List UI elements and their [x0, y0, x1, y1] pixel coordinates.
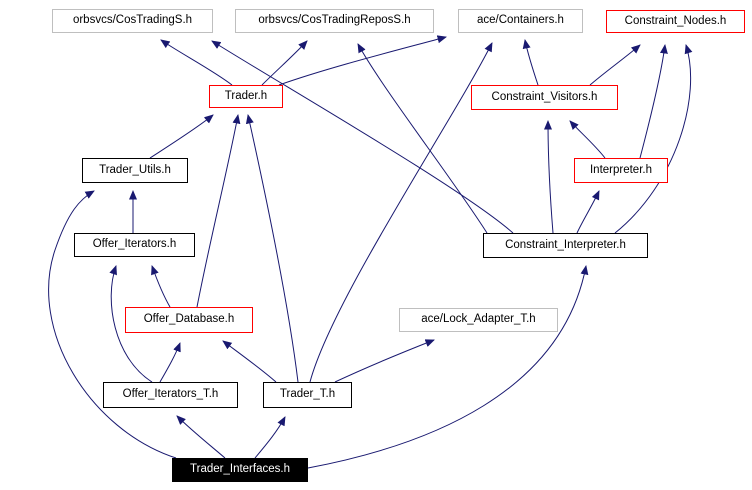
node-Trader[interactable]: Trader.h — [209, 85, 283, 108]
include-edge-TraderT-to-LockAdapter — [334, 339, 435, 383]
include-edge-TraderInterfaces-to-TraderT — [254, 416, 286, 459]
include-edge-TraderInterfaces-to-OfferIteratorsT — [176, 415, 226, 459]
node-CosTradingReposS[interactable]: orbsvcs/CosTradingReposS.h — [235, 9, 434, 33]
node-CosTradingS[interactable]: orbsvcs/CosTradingS.h — [52, 9, 213, 33]
node-OfferIteratorsT[interactable]: Offer_Iterators_T.h — [103, 382, 238, 408]
include-edge-OfferIteratorsT-to-OfferIterators — [109, 265, 153, 383]
node-ConstraintVisitors[interactable]: Constraint_Visitors.h — [471, 85, 618, 110]
node-label: Interpreter.h — [589, 163, 652, 176]
node-ConstraintNodes[interactable]: Constraint_Nodes.h — [606, 10, 745, 33]
include-edge-TraderUtils-to-Trader — [149, 114, 214, 159]
include-edge-OfferIteratorsT-to-OfferDatabase — [159, 342, 181, 383]
include-edge-ConstraintVisitors-to-Containers — [522, 39, 539, 86]
include-edge-TraderInterfaces-to-TraderUtils — [48, 190, 177, 459]
include-edge-Trader-to-CosTradingReposS — [261, 40, 308, 86]
node-Interpreter[interactable]: Interpreter.h — [574, 158, 668, 183]
include-edge-TraderT-to-Trader — [245, 114, 299, 383]
node-label: ace/Lock_Adapter_T.h — [421, 313, 536, 326]
include-edge-ConstraintInterpreter-to-ConstraintVisitors — [544, 120, 554, 234]
include-edge-ConstraintInterpreter-to-ConstraintNodes — [614, 44, 693, 234]
node-label: Offer_Iterators.h — [92, 238, 177, 251]
include-edge-TraderT-to-OfferDatabase — [222, 340, 277, 383]
node-Containers[interactable]: ace/Containers.h — [458, 9, 583, 33]
node-OfferIterators[interactable]: Offer_Iterators.h — [74, 233, 195, 257]
include-edge-ConstraintInterpreter-to-CosTradingS — [211, 40, 514, 234]
node-ConstraintInterpreter[interactable]: Constraint_Interpreter.h — [483, 233, 648, 258]
node-TraderUtils[interactable]: Trader_Utils.h — [82, 158, 188, 183]
node-label: Trader_Interfaces.h — [190, 463, 290, 476]
include-edge-Interpreter-to-ConstraintVisitors — [569, 120, 606, 159]
node-label: Offer_Database.h — [143, 313, 235, 326]
node-label: Constraint_Visitors.h — [491, 90, 598, 103]
node-label: Trader_Utils.h — [99, 163, 171, 176]
node-label: Trader.h — [224, 89, 268, 102]
include-edge-ConstraintInterpreter-to-CosTradingReposS — [357, 43, 488, 234]
node-TraderInterfaces: Trader_Interfaces.h — [172, 458, 308, 482]
include-edge-OfferDatabase-to-OfferIterators — [151, 265, 171, 308]
node-OfferDatabase[interactable]: Offer_Database.h — [125, 307, 253, 333]
include-edge-TraderInterfaces-to-ConstraintInterpreter — [307, 265, 589, 469]
include-edge-ConstraintVisitors-to-ConstraintNodes — [589, 44, 641, 86]
include-edge-OfferDatabase-to-Trader — [196, 114, 241, 308]
include-edge-Interpreter-to-ConstraintNodes — [639, 44, 668, 159]
node-LockAdapter[interactable]: ace/Lock_Adapter_T.h — [399, 308, 558, 332]
node-label: Constraint_Interpreter.h — [505, 238, 626, 251]
node-label: Offer_Iterators_T.h — [122, 388, 219, 401]
node-label: orbsvcs/CosTradingReposS.h — [258, 14, 411, 27]
node-label: ace/Containers.h — [477, 14, 564, 27]
include-edge-ConstraintInterpreter-to-Interpreter — [576, 190, 600, 234]
node-TraderT[interactable]: Trader_T.h — [263, 382, 352, 408]
node-label: orbsvcs/CosTradingS.h — [72, 14, 193, 27]
node-label: Trader_T.h — [279, 388, 336, 401]
node-label: Constraint_Nodes.h — [624, 14, 727, 27]
include-edge-Trader-to-Containers — [278, 35, 447, 86]
include-edge-Trader-to-CosTradingS — [160, 39, 233, 86]
include-edge-TraderT-to-Containers — [309, 42, 493, 383]
